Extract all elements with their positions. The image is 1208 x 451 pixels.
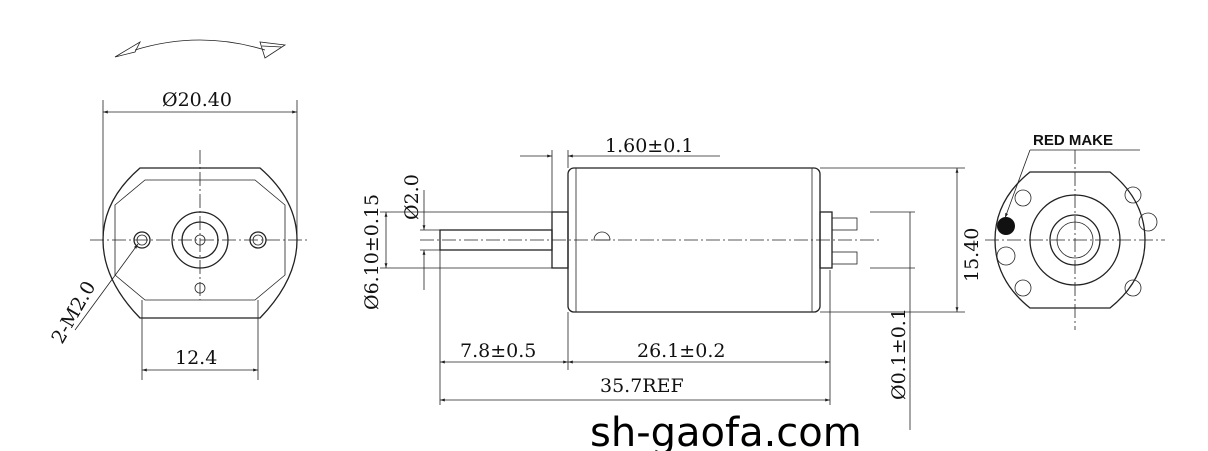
- rotation-arrow-icon: [114, 39, 287, 59]
- shaft-diameter-dim: Ø2.0: [401, 174, 423, 220]
- watermark: sh-gaofa.com: [590, 410, 862, 451]
- hole-spacing-dim: 12.4: [175, 347, 217, 369]
- red-mark-label: RED MAKE: [1033, 132, 1113, 149]
- boss-diameter-dim: Ø6.10±0.15: [361, 194, 383, 310]
- flange-thickness-dim: 1.60±0.1: [605, 135, 693, 157]
- thread-holes-dim: 2-M2.0: [47, 277, 100, 347]
- rear-view: [985, 149, 1165, 330]
- side-view: [380, 150, 965, 430]
- red-mark-dot: [997, 217, 1015, 235]
- overall-length-dim: 35.7REF: [600, 375, 684, 397]
- front-view: [74, 100, 310, 380]
- body-height-dim: 15.40: [961, 228, 983, 282]
- shaft-length-dim: 7.8±0.5: [460, 340, 536, 362]
- outer-diameter-dim: Ø20.40: [162, 89, 232, 111]
- terminal-dim: Ø0.1±0.1: [888, 308, 910, 400]
- body-length-dim: 26.1±0.2: [637, 340, 725, 362]
